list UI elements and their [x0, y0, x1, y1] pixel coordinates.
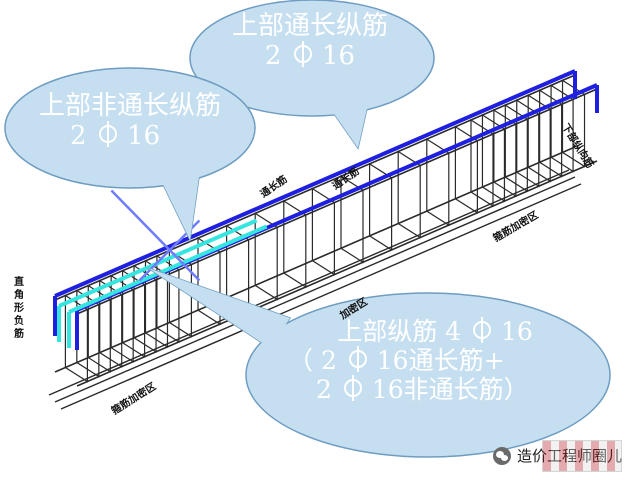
callout-bottom-line1: 上部纵筋 4 16 — [270, 317, 600, 347]
callout-bottom-suffix2: 16 — [376, 345, 409, 375]
stirrup — [311, 187, 335, 276]
callout-bottom-suffix2b: 通长筋+ — [408, 345, 505, 375]
callout-left-spec: 2 16 — [10, 120, 250, 152]
stirrup — [99, 279, 123, 368]
continuous-top-rebar — [54, 69, 576, 298]
colored-rebars — [53, 69, 599, 350]
callout-bottom-line2: （ 2 16通长筋+ — [270, 345, 600, 376]
callout-left-diameter: 16 — [127, 120, 161, 151]
stirrup — [470, 118, 494, 208]
callout-bottom-diameter: 16 — [500, 317, 533, 346]
watermark: 造价工程师圈儿 — [492, 440, 622, 472]
longitudinal-bar-line — [76, 160, 598, 387]
callout-bottom-text: 上部纵筋 4 16 （ 2 16通长筋+ 2 16非通长筋） — [270, 317, 600, 405]
bubble-bottom-pointer-fill — [148, 268, 290, 348]
callout-top-text: 上部通长纵筋 2 16 — [205, 11, 415, 72]
rebar-grade-icon — [97, 120, 117, 148]
stirrup — [539, 89, 563, 178]
stirrup — [397, 150, 421, 239]
stirrup — [87, 284, 111, 373]
callout-top-title: 上部通长纵筋 — [231, 11, 388, 41]
stirrup — [283, 199, 307, 289]
rebar-grade-icon — [342, 374, 362, 402]
bottom-bar-line — [54, 176, 576, 403]
bubble-top-pointer-fill — [330, 104, 368, 148]
bottom-bar-line — [48, 169, 570, 396]
rebar-grade-icon — [292, 40, 312, 68]
callout-bottom-open: （ — [288, 345, 314, 375]
rebar-grade-icon — [471, 317, 492, 344]
stirrup — [426, 138, 450, 227]
stirrup — [561, 79, 586, 168]
bubble-left — [4, 67, 256, 189]
callout-left-title: 上部非通长纵筋 — [38, 91, 221, 121]
callout-bottom-diameter3: 16 — [371, 374, 404, 404]
stirrup — [121, 269, 146, 358]
cross-mark-line — [110, 189, 201, 282]
watermark-logo-box — [542, 440, 622, 472]
stirrup — [133, 264, 157, 353]
rebar-grade-icon — [347, 345, 367, 373]
stirrup — [254, 212, 278, 301]
callout-bottom-suffix3: 非通长筋） — [403, 374, 529, 404]
stirrup — [369, 162, 393, 251]
stirrup — [481, 113, 506, 203]
stirrup — [168, 249, 192, 338]
stirrup — [454, 125, 478, 214]
callout-top-diameter: 16 — [321, 40, 356, 71]
callout-left-text: 上部非通长纵筋 2 16 — [10, 91, 250, 152]
callout-bottom-count: 4 — [445, 317, 462, 346]
longitudinal-bar-line — [54, 74, 576, 301]
stirrup — [156, 254, 180, 343]
cage-lines — [48, 74, 598, 410]
bottom-bar-line — [60, 183, 582, 410]
stirrup — [516, 99, 540, 188]
stirrup — [504, 104, 528, 193]
stirrup — [340, 175, 364, 264]
non-continuous-rebar — [68, 224, 268, 314]
callout-bubbles — [4, 0, 611, 458]
longitudinal-bar-line — [54, 146, 576, 373]
callout-top-count: 2 — [264, 40, 282, 71]
stirrup — [493, 109, 517, 198]
callout-bottom-line3: 2 16非通长筋） — [270, 374, 600, 405]
bubble-bottom — [245, 292, 611, 458]
stirrup — [64, 294, 89, 383]
callout-bottom-count2: 2 — [320, 345, 337, 375]
callout-left-count: 2 — [70, 120, 87, 151]
stirrup — [550, 84, 574, 173]
stirrup — [527, 94, 551, 183]
stirrup — [110, 274, 134, 363]
bubble-top — [189, 0, 435, 117]
stirrup — [144, 259, 169, 348]
callout-bottom-count3: 2 — [316, 374, 332, 404]
label-corner-negative-bar: 直角形负筋 — [14, 277, 24, 340]
wechat-icon — [492, 446, 511, 465]
callout-bottom-title: 上部纵筋 — [337, 317, 438, 346]
watermark-text: 造价工程师圈儿 — [516, 447, 622, 465]
callout-top-spec: 2 16 — [205, 40, 415, 72]
bubble-left-pointer-fill — [160, 170, 200, 240]
